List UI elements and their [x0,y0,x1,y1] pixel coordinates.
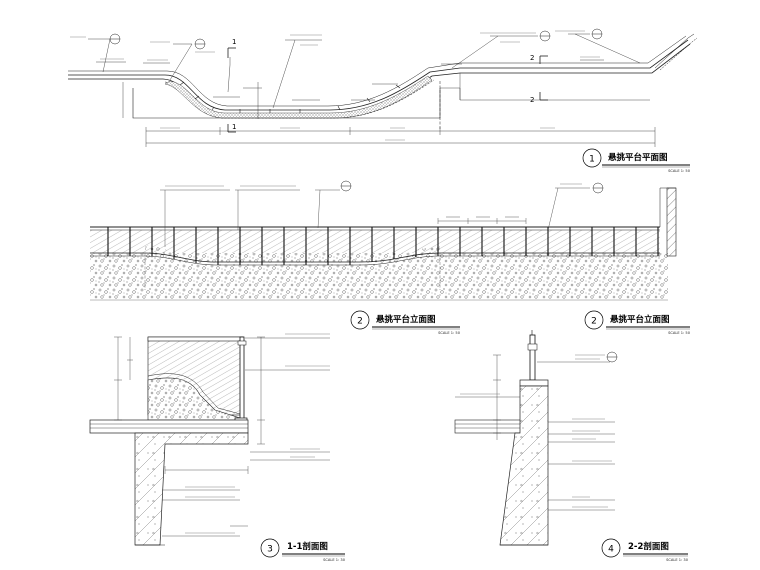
view-scale: SCALE 1: 50 [668,331,691,335]
view-scale: SCALE 1: 50 [668,169,691,173]
view-title-1: 1 悬挑平台平面图 SCALE 1: 50 [582,148,691,173]
section-mark-2-top: 2 [530,54,534,62]
view-scale: SCALE 1: 30 [323,558,346,562]
view-title: 悬挑平台立面图 [375,314,436,325]
view-number: 2 [591,317,597,327]
view-number: 2 [357,317,363,327]
view-scale: SCALE 1: 50 [438,331,461,335]
section-2-2-view [454,330,618,546]
plan-annotation-strokes [70,30,600,141]
view-title-2-right: 2 悬挑平台立面图 SCALE 1: 50 [584,310,691,335]
view-title: 1-1剖面图 [287,541,328,552]
view-title: 悬挑平台立面图 [609,314,670,325]
section-1-1-view [89,333,330,546]
view-number: 4 [608,545,614,555]
section-mark-1-bottom: 1 [232,123,236,131]
view-title-2-left: 2 悬挑平台立面图 SCALE 1: 50 [350,310,461,335]
view-scale: SCALE 1: 30 [666,558,689,562]
view-title: 悬挑平台平面图 [607,152,668,163]
view-number: 3 [267,545,273,555]
elevation-view [90,180,677,301]
plan-view [68,28,698,147]
section-marks: 1 1 2 2 [232,38,534,131]
view-title-3: 3 1-1剖面图 SCALE 1: 30 [260,538,346,562]
section-mark-2-bottom: 2 [530,96,534,104]
view-title-4: 4 2-2剖面图 SCALE 1: 30 [601,538,689,562]
section-mark-1-top: 1 [232,38,236,46]
view-number: 1 [589,155,595,165]
view-title: 2-2剖面图 [628,541,669,552]
